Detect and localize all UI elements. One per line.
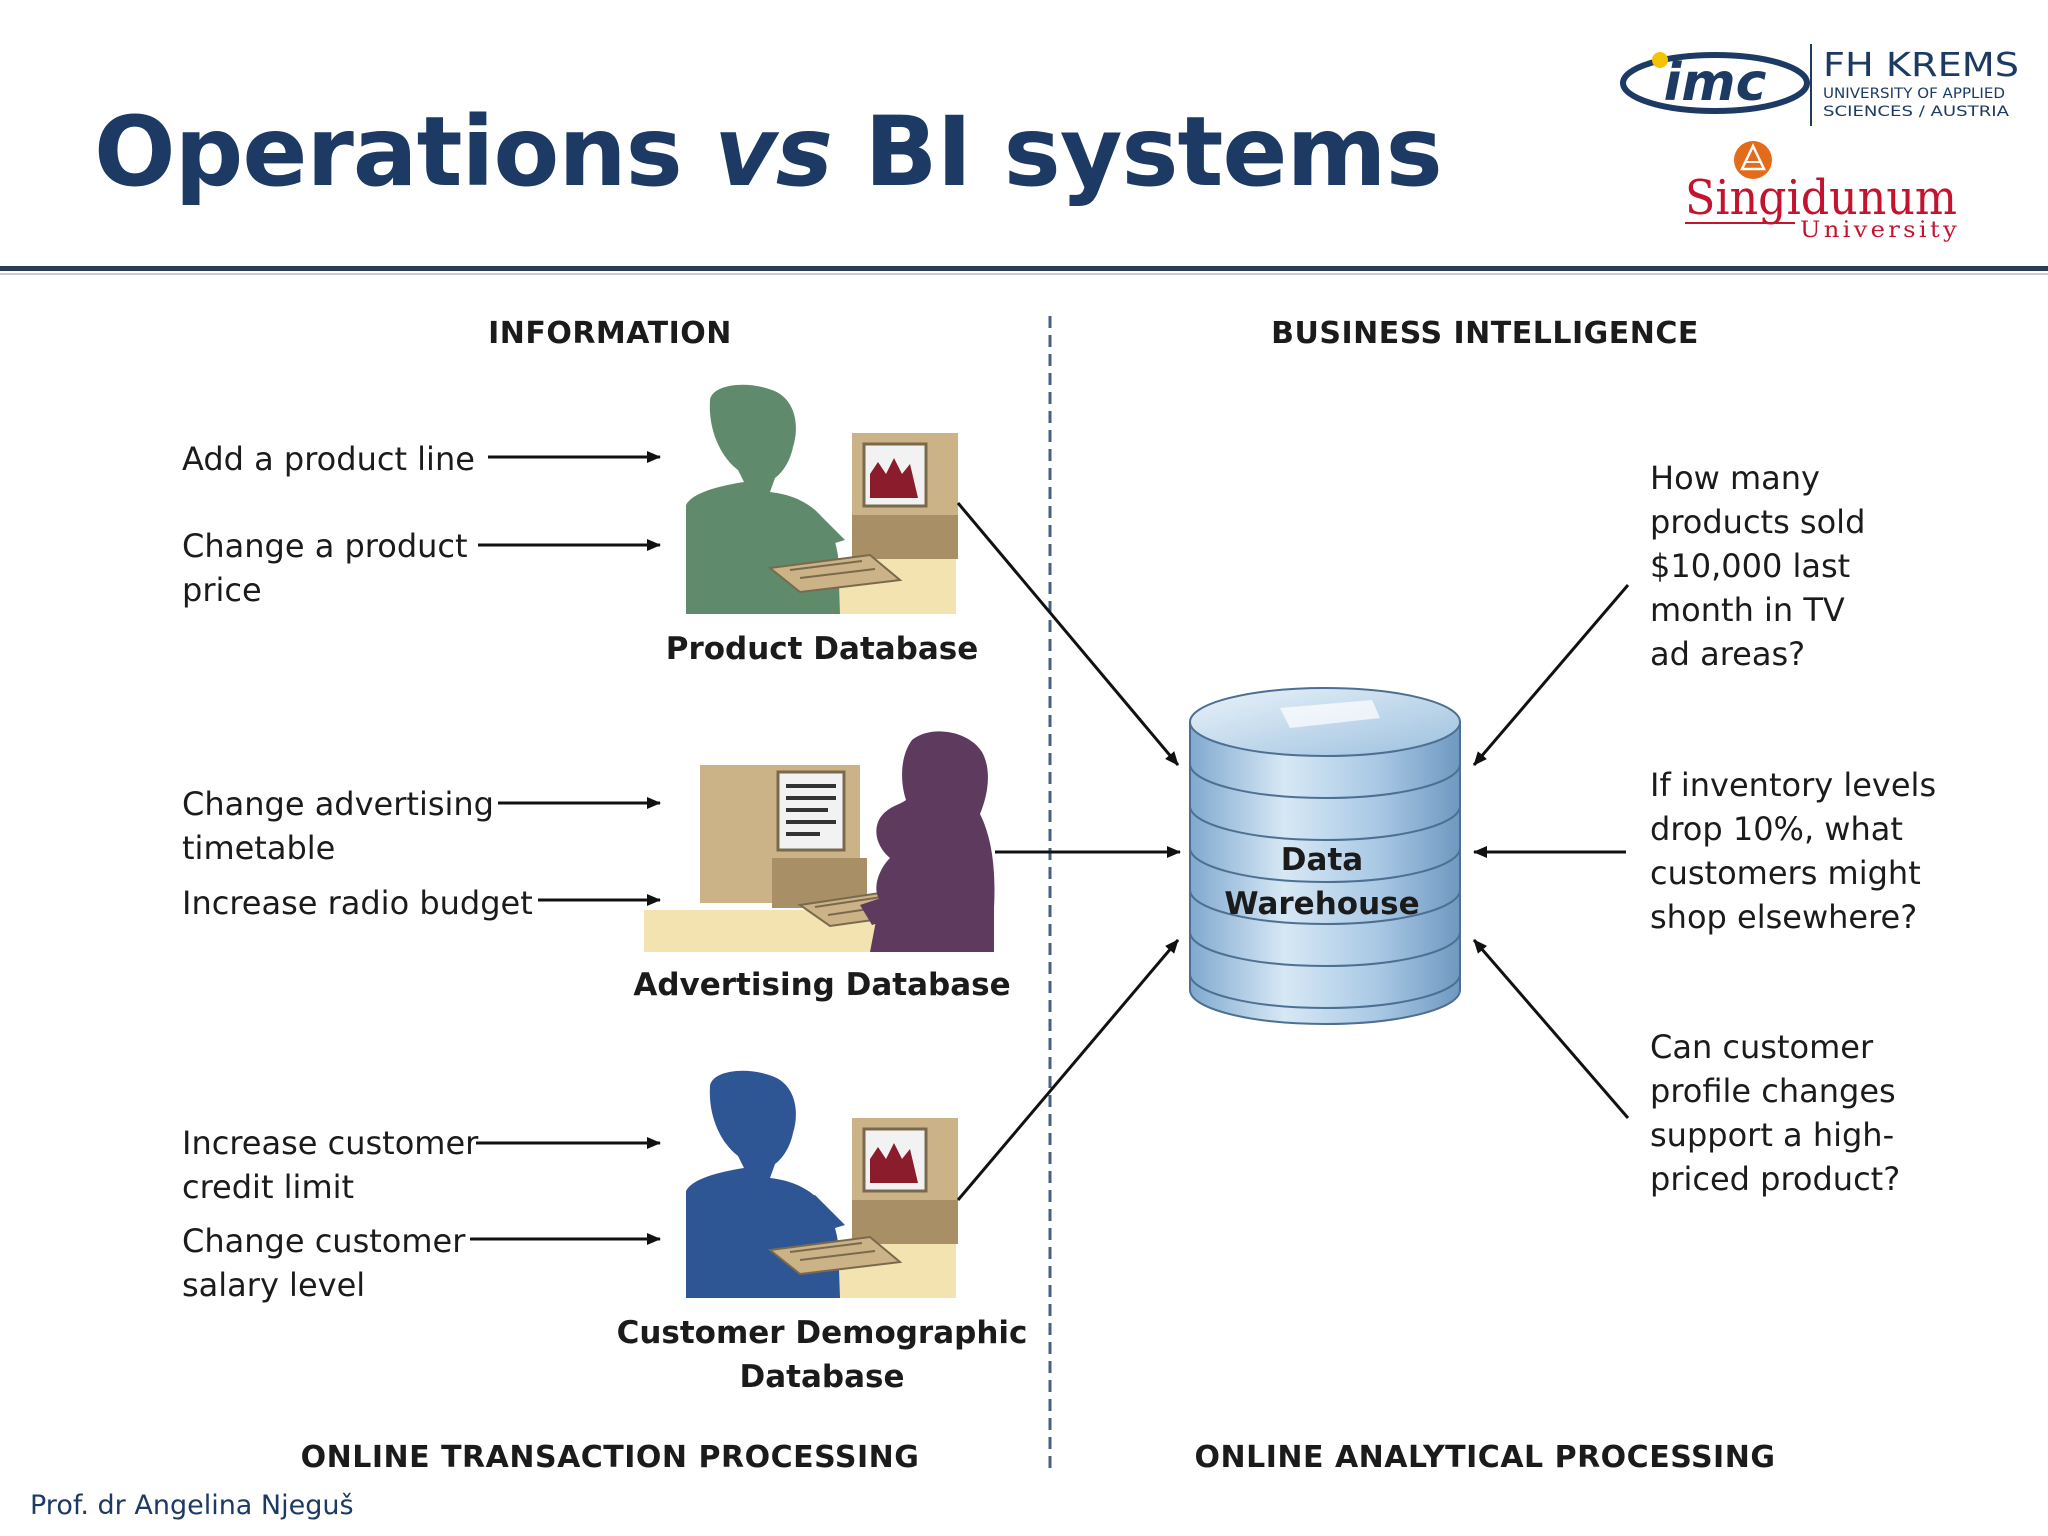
footer-author: Prof. dr Angelina Njeguš [30,1490,354,1521]
imc-logo-text: imc [1664,53,1767,113]
arrow-customer-to-warehouse [956,939,1180,1201]
question-1-line-5: ad areas? [1650,635,1805,673]
input-change-advertising-1: Change advertising [182,785,494,823]
logos: imc FH KREMS UNIVERSITY OF APPLIED SCIEN… [1620,44,2019,243]
input-change-advertising-2: timetable [182,829,335,867]
question-1: How many products sold $10,000 last mont… [1650,459,1865,673]
advertising-database-label: Advertising Database [633,967,1010,1003]
input-add-product-line: Add a product line [182,440,475,478]
arrow-product-to-warehouse [956,502,1180,766]
advertising-database-illustration [644,731,995,952]
input-change-product-price-1: Change a product [182,527,468,565]
question-1-line-3: $10,000 last [1650,547,1850,585]
customer-user-icon [686,1070,845,1298]
fh-krems-subtitle-2: SCIENCES / AUSTRIA [1823,104,2010,120]
input-change-salary-1: Change customer [182,1222,466,1260]
oltp-header: ONLINE TRANSACTION PROCESSING [301,1440,920,1475]
question-3: Can customer profile changes support a h… [1650,1028,1900,1198]
information-header: INFORMATION [488,316,732,351]
arrow-question-3 [1472,939,1630,1119]
data-warehouse-label-2: Warehouse [1224,886,1419,922]
question-2: If inventory levels drop 10%, what custo… [1650,766,1936,936]
olap-header: ONLINE ANALYTICAL PROCESSING [1195,1440,1776,1475]
question-2-line-3: customers might [1650,854,1921,892]
page-title: Operations vs BI systems [94,96,1443,208]
title-vs: vs [714,96,833,208]
question-1-line-1: How many [1650,459,1820,497]
data-warehouse-label-1: Data [1281,842,1363,878]
question-3-line-4: priced product? [1650,1160,1900,1198]
input-increase-credit-2: credit limit [182,1168,354,1206]
imc-logo: imc [1620,52,1810,114]
customer-database-label-2: Database [740,1359,905,1395]
customer-database-label-1: Customer Demographic [617,1315,1028,1351]
input-increase-credit-1: Increase customer [182,1124,479,1162]
question-3-line-3: support a high- [1650,1116,1894,1154]
question-3-line-2: profile changes [1650,1072,1896,1110]
question-1-line-2: products sold [1650,503,1865,541]
question-1-line-4: month in TV [1650,591,1845,629]
fh-krems-subtitle-1: UNIVERSITY OF APPLIED [1823,86,2005,102]
title-rule [0,266,2048,271]
title-rule-shadow [0,273,2048,275]
customer-computer-icon [767,1118,958,1276]
title-part-1: Operations [94,96,715,208]
question-3-line-1: Can customer [1650,1028,1874,1066]
product-computer-icon [767,433,958,594]
question-2-line-1: If inventory levels [1650,766,1936,804]
singidunum-emblem-icon [1734,141,1772,179]
title-part-2: BI systems [831,96,1442,208]
input-change-product-price-2: price [182,571,262,609]
arrow-question-1 [1472,584,1630,766]
fh-krems-text: FH KREMS [1823,45,2019,84]
product-database-illustration [686,384,958,614]
input-change-salary-2: salary level [182,1266,365,1304]
customer-database-illustration [686,1070,958,1298]
product-database-label: Product Database [666,631,979,667]
question-2-line-2: drop 10%, what [1650,810,1903,848]
question-2-line-4: shop elsewhere? [1650,898,1917,936]
data-warehouse-cylinder-icon [1189,687,1461,1025]
input-increase-radio-budget: Increase radio budget [182,884,533,922]
advertising-user-icon [860,731,995,952]
business-intelligence-header: BUSINESS INTELLIGENCE [1271,316,1699,351]
university-text: University [1800,218,1960,243]
product-user-icon [686,384,845,614]
singidunum-text: Singidunum [1685,170,1957,226]
